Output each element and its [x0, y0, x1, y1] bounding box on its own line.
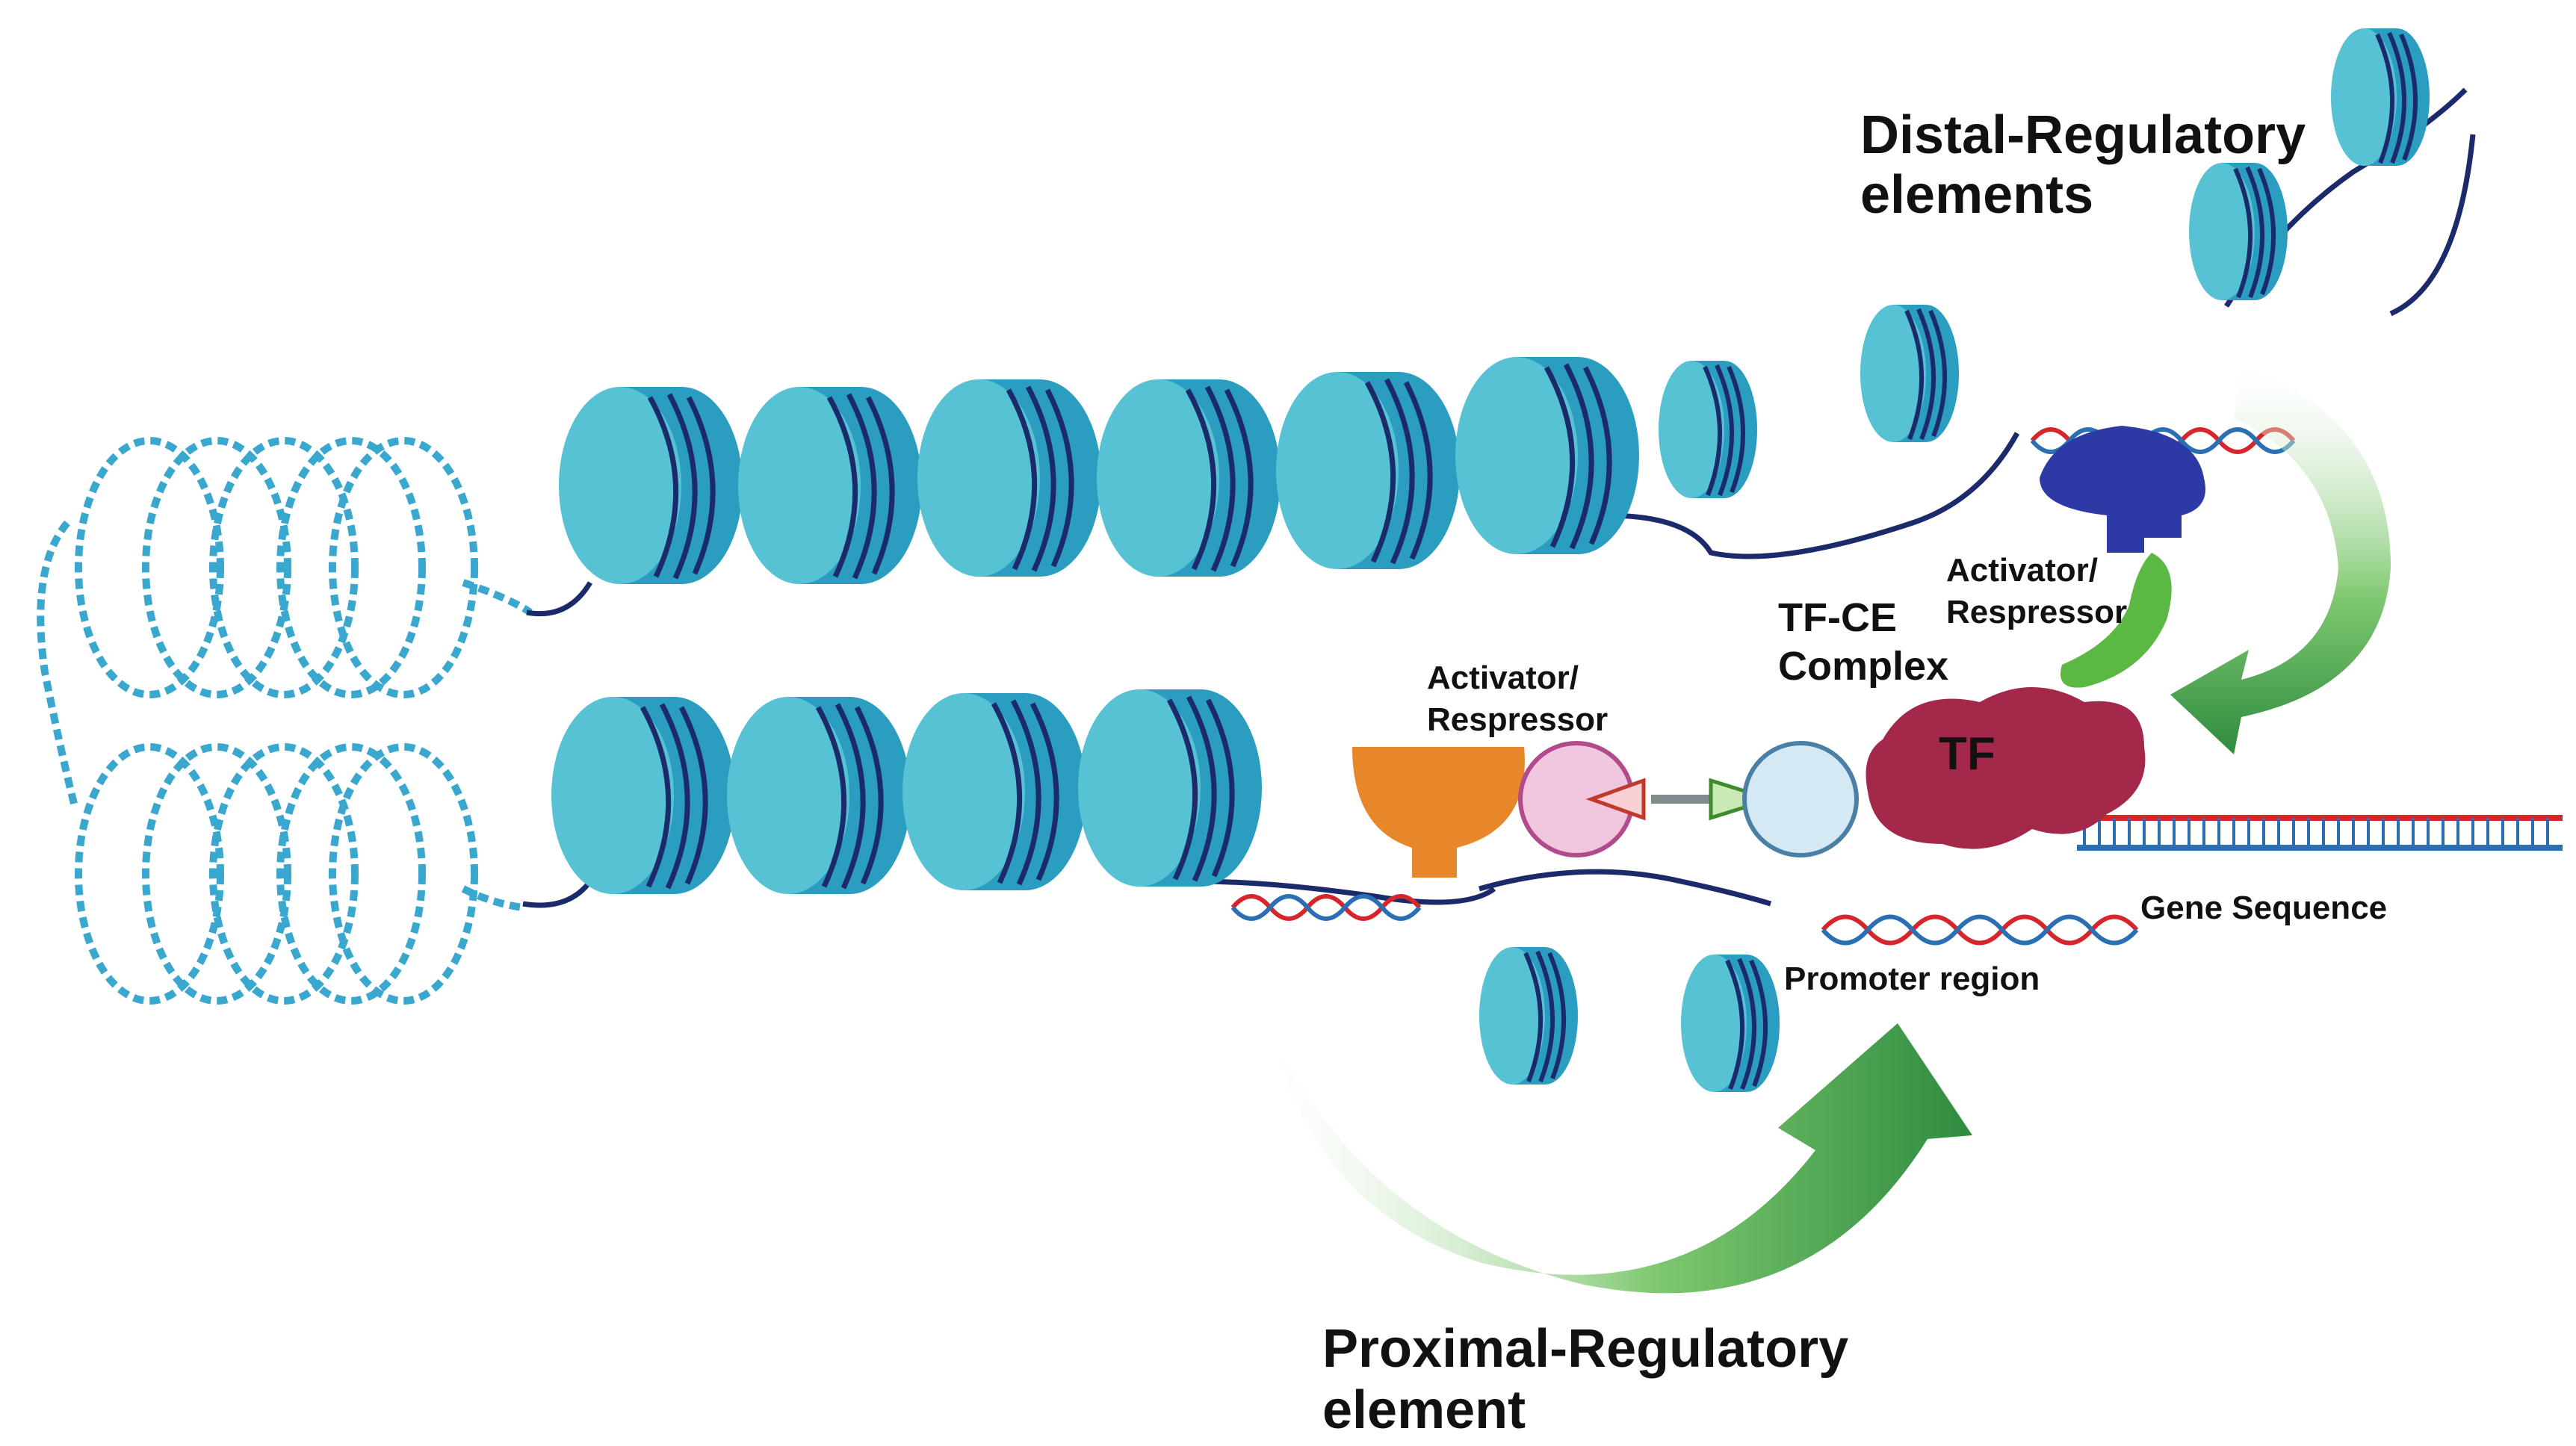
dna-helix-promoter — [1821, 914, 2139, 946]
svg-text:Complex: Complex — [1778, 644, 1948, 689]
svg-text:TF-CE: TF-CE — [1778, 595, 1897, 640]
dna-helix-proximal — [1230, 894, 1422, 921]
promoter-region-label: Promoter region — [1784, 961, 2040, 997]
distal-regulatory-label: Distal-Regulatory elements — [1860, 105, 2306, 225]
svg-text:Activator/: Activator/ — [1427, 660, 1579, 696]
green-connector — [2061, 553, 2172, 688]
svg-text:Proximal-Regulatory: Proximal-Regulatory — [1322, 1319, 1848, 1379]
tf-label: TF — [1939, 728, 1996, 780]
nucleosome-row-top — [559, 305, 1959, 584]
activator-right-shape — [2040, 426, 2205, 553]
activator-left-label: Activator/ Respressor — [1427, 660, 1608, 738]
svg-text:Distal-Regulatory: Distal-Regulatory — [1860, 105, 2306, 165]
svg-text:elements: elements — [1860, 165, 2093, 225]
activator-left-shape — [1352, 747, 1525, 878]
svg-text:Activator/: Activator/ — [1946, 552, 2098, 589]
gene-sequence-dna — [2077, 815, 2563, 851]
svg-text:element: element — [1322, 1380, 1526, 1440]
svg-text:Respressor: Respressor — [1946, 594, 2127, 630]
svg-text:Respressor: Respressor — [1427, 701, 1608, 738]
ce-circle-right — [1709, 741, 1859, 857]
proximal-regulatory-label: Proximal-Regulatory element — [1322, 1319, 1848, 1440]
distal-green-arrow — [2170, 366, 2391, 754]
gene-sequence-label: Gene Sequence — [2140, 890, 2387, 926]
chromatin-loop-coil — [37, 437, 533, 1005]
ce-circle-left — [1518, 741, 1646, 857]
activator-right-label: Activator/ Respressor — [1946, 552, 2127, 630]
proximal-green-arrow — [1270, 1023, 1972, 1294]
tf-protein — [1866, 687, 2146, 849]
tfce-complex-label: TF-CE Complex — [1778, 595, 1948, 689]
